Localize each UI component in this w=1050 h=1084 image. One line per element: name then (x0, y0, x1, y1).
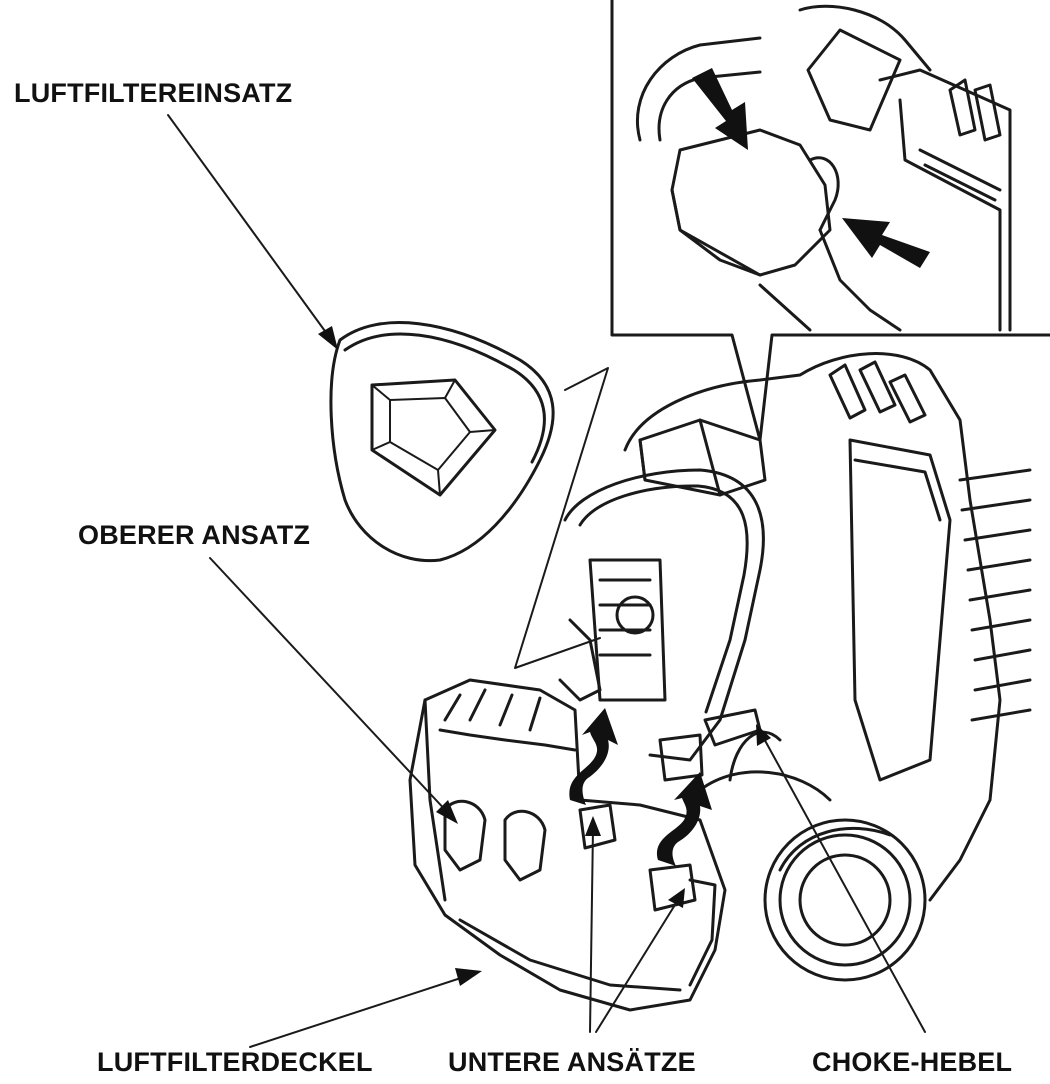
label-choke-lever: CHOKE-HEBEL (812, 1047, 1013, 1077)
air-filter-element-drawing (329, 321, 555, 563)
label-air-filter-cover: LUFTFILTERDECKEL (97, 1047, 373, 1077)
label-lower-tabs: UNTERE ANSÄTZE (448, 1047, 696, 1077)
press-arrow-right (842, 218, 930, 268)
label-upper-tab: OBERER ANSATZ (78, 520, 311, 550)
leader-lower-tabs-a (589, 827, 594, 1033)
press-arrow-top (692, 68, 748, 150)
leader-air-filter-cover (249, 974, 471, 1048)
leader-upper-tab (209, 557, 451, 816)
filter-base-drawing (558, 418, 767, 782)
inset-cover-tab (670, 128, 840, 277)
inset-engine-body (636, 4, 1012, 332)
leader-lower-tabs-b (595, 899, 679, 1033)
engine-housing-drawing (623, 352, 1032, 982)
leader-choke-lever (761, 734, 926, 1033)
detail-inset (610, 0, 1050, 442)
leader-lines (167, 114, 926, 1048)
air-filter-cover-drawing (408, 678, 727, 1012)
label-air-filter-element: LUFTFILTEREINSATZ (14, 78, 293, 108)
leader-air-filter-element (167, 114, 331, 339)
insert-arrow-left (569, 708, 618, 805)
insert-arrow-right (657, 772, 712, 866)
leader-cover-arrowhead (455, 968, 482, 986)
element-guide-lines (514, 367, 609, 669)
